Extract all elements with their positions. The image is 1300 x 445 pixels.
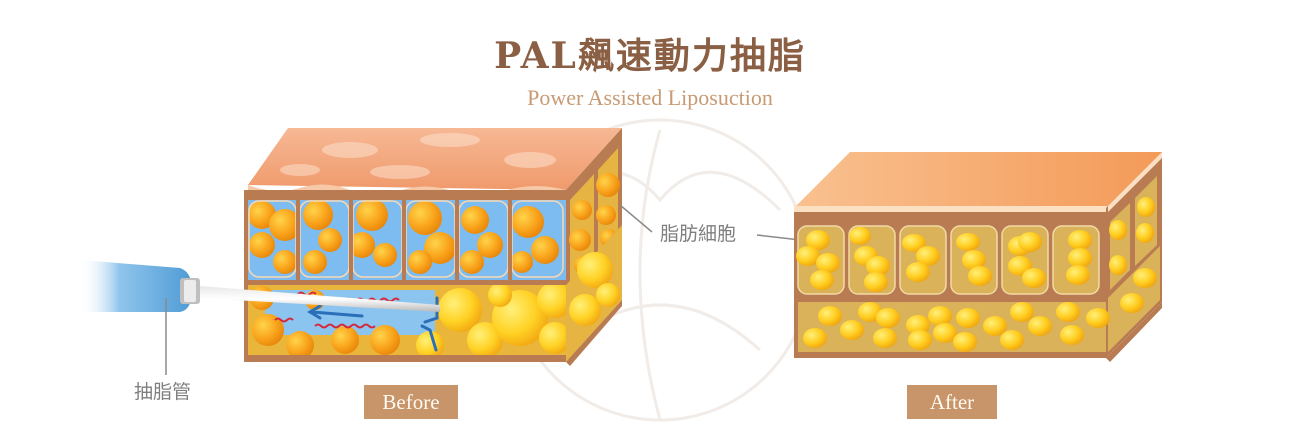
after-skin-illustration (794, 152, 1162, 362)
fat-cells-label: 脂肪細胞 (660, 223, 737, 245)
page-title: PAL飆速動力抽脂 (494, 35, 806, 77)
page-subtitle: Power Assisted Liposuction (527, 85, 773, 110)
before-tag: Before (364, 385, 458, 419)
before-skin-illustration (80, 128, 622, 366)
cannula-label: 抽脂管 (134, 381, 192, 403)
after-tag: After (907, 385, 997, 419)
